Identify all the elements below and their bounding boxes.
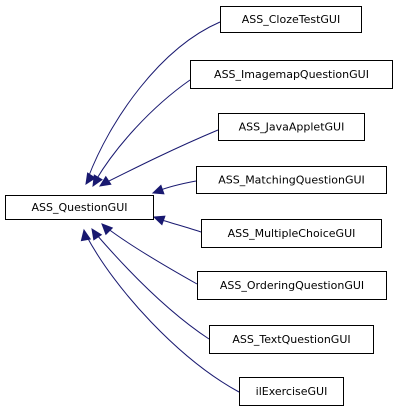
derived-class-node-ordering[interactable]: ASS_OrderingQuestionGUI [197, 271, 387, 300]
derived-class-label: ASS_ClozeTestGUI [242, 13, 340, 26]
inheritance-edge [104, 129, 219, 184]
derived-class-label: ASS_JavaAppletGUI [239, 121, 345, 134]
derived-class-label: ASS_TextQuestionGUI [232, 333, 350, 346]
inheritance-edge [157, 180, 197, 192]
derived-class-node-ilexercise[interactable]: ilExerciseGUI [239, 377, 344, 406]
derived-class-box [201, 219, 382, 248]
inheritance-arrowhead [80, 228, 92, 242]
derived-class-box [239, 377, 344, 406]
derived-class-label: ASS_OrderingQuestionGUI [220, 279, 364, 292]
derived-class-node-clozetest[interactable]: ASS_ClozeTestGUI [220, 6, 362, 33]
inheritance-arrowhead [101, 223, 114, 236]
derived-class-node-textquestion[interactable]: ASS_TextQuestionGUI [209, 325, 374, 354]
derived-class-label: ASS_MultipleChoiceGUI [228, 227, 356, 240]
inheritance-arrowhead [98, 175, 112, 187]
derived-class-node-multiplechoice[interactable]: ASS_MultipleChoiceGUI [201, 219, 382, 248]
base-class-node[interactable]: ASS_QuestionGUI [5, 195, 154, 220]
inheritance-arrowhead [85, 172, 97, 186]
inheritance-edge [85, 234, 240, 393]
derived-class-node-javaapplet[interactable]: ASS_JavaAppletGUI [218, 113, 365, 141]
inheritance-edge [87, 21, 221, 179]
inheritance-edges [80, 21, 240, 393]
base-class-box [5, 195, 154, 220]
inheritance-arrowhead [92, 174, 103, 188]
inheritance-edge [106, 227, 198, 285]
inheritance-edge [158, 218, 202, 233]
derived-class-label: ASS_ImagemapQuestionGUI [214, 68, 369, 81]
derived-class-node-imagemap[interactable]: ASS_ImagemapQuestionGUI [190, 60, 393, 89]
inheritance-edge [95, 79, 191, 181]
derived-class-box [190, 60, 393, 89]
derived-class-box [197, 271, 387, 300]
derived-class-box [218, 113, 365, 141]
derived-class-box [196, 166, 387, 194]
derived-class-label: ASS_MatchingQuestionGUI [218, 174, 365, 187]
derived-class-node-matching[interactable]: ASS_MatchingQuestionGUI [196, 166, 387, 194]
derived-class-label: ilExerciseGUI [256, 385, 328, 398]
inheritance-arrowhead [151, 184, 165, 195]
inheritance-arrowhead [91, 227, 103, 241]
inheritance-edge [95, 233, 210, 340]
derived-class-box [209, 325, 374, 354]
inheritance-arrowhead [152, 215, 166, 226]
base-class-label: ASS_QuestionGUI [31, 201, 127, 214]
derived-class-box [220, 6, 362, 33]
